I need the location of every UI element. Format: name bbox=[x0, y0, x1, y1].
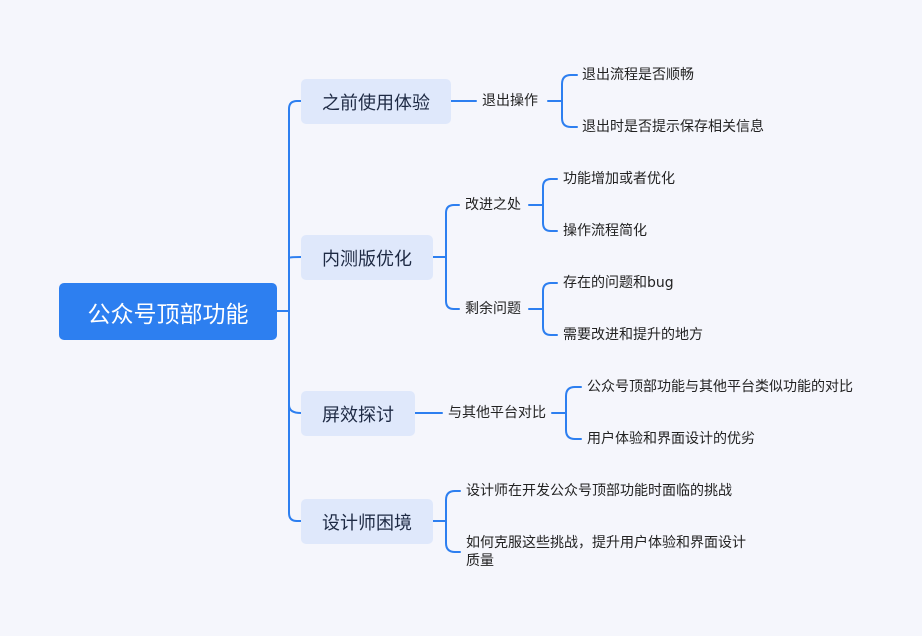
subtopic-platform-comparison[interactable]: 与其他平台对比 bbox=[446, 404, 548, 422]
edge-root-trunk bbox=[288, 100, 298, 522]
category-node-beta-optimization[interactable]: 内测版优化 bbox=[301, 235, 433, 280]
leaf-platform-feature-comparison[interactable]: 公众号顶部功能与其他平台类似功能的对比 bbox=[587, 379, 853, 395]
subtopic-improvements[interactable]: 改进之处 bbox=[463, 196, 523, 214]
leaf-overcome-challenges[interactable]: 如何克服这些挑战，提升用户体验和界面设计质量 bbox=[466, 535, 746, 569]
edge-root-to-cat3 bbox=[288, 404, 302, 414]
edge-cat4-leaves bbox=[445, 490, 456, 553]
leaf-designer-challenges[interactable]: 设计师在开发公众号顶部功能时面临的挑战 bbox=[466, 483, 732, 499]
category-node-previous-experience[interactable]: 之前使用体验 bbox=[301, 79, 451, 124]
leaf-needs-improvement[interactable]: 需要改进和提升的地方 bbox=[563, 327, 703, 343]
leaf-flow-simplified[interactable]: 操作流程简化 bbox=[563, 223, 647, 239]
edge-sub3-leaves bbox=[542, 282, 552, 336]
category-node-designer-dilemma[interactable]: 设计师困境 bbox=[301, 499, 433, 544]
leaf-feature-added-optimized[interactable]: 功能增加或者优化 bbox=[563, 171, 675, 187]
edge-sub2-leaves bbox=[542, 178, 552, 232]
edge-sub4-leaves bbox=[565, 386, 576, 440]
subtopic-exit-operation[interactable]: 退出操作 bbox=[480, 92, 540, 110]
root-node[interactable]: 公众号顶部功能 bbox=[59, 283, 277, 340]
subtopic-remaining-issues[interactable]: 剩余问题 bbox=[463, 300, 523, 318]
edge-root-to-cat2 bbox=[288, 256, 302, 259]
leaf-exit-flow-smooth[interactable]: 退出流程是否顺畅 bbox=[582, 67, 694, 83]
leaf-exit-save-prompt[interactable]: 退出时是否提示保存相关信息 bbox=[582, 119, 764, 135]
edge-cat2-subs bbox=[445, 204, 455, 310]
category-node-screen-efficiency[interactable]: 屏效探讨 bbox=[301, 391, 415, 436]
edge-sub1-leaves bbox=[561, 74, 572, 128]
leaf-issues-bugs[interactable]: 存在的问题和bug bbox=[563, 275, 674, 291]
leaf-ux-ui-pros-cons[interactable]: 用户体验和界面设计的优劣 bbox=[587, 431, 755, 447]
